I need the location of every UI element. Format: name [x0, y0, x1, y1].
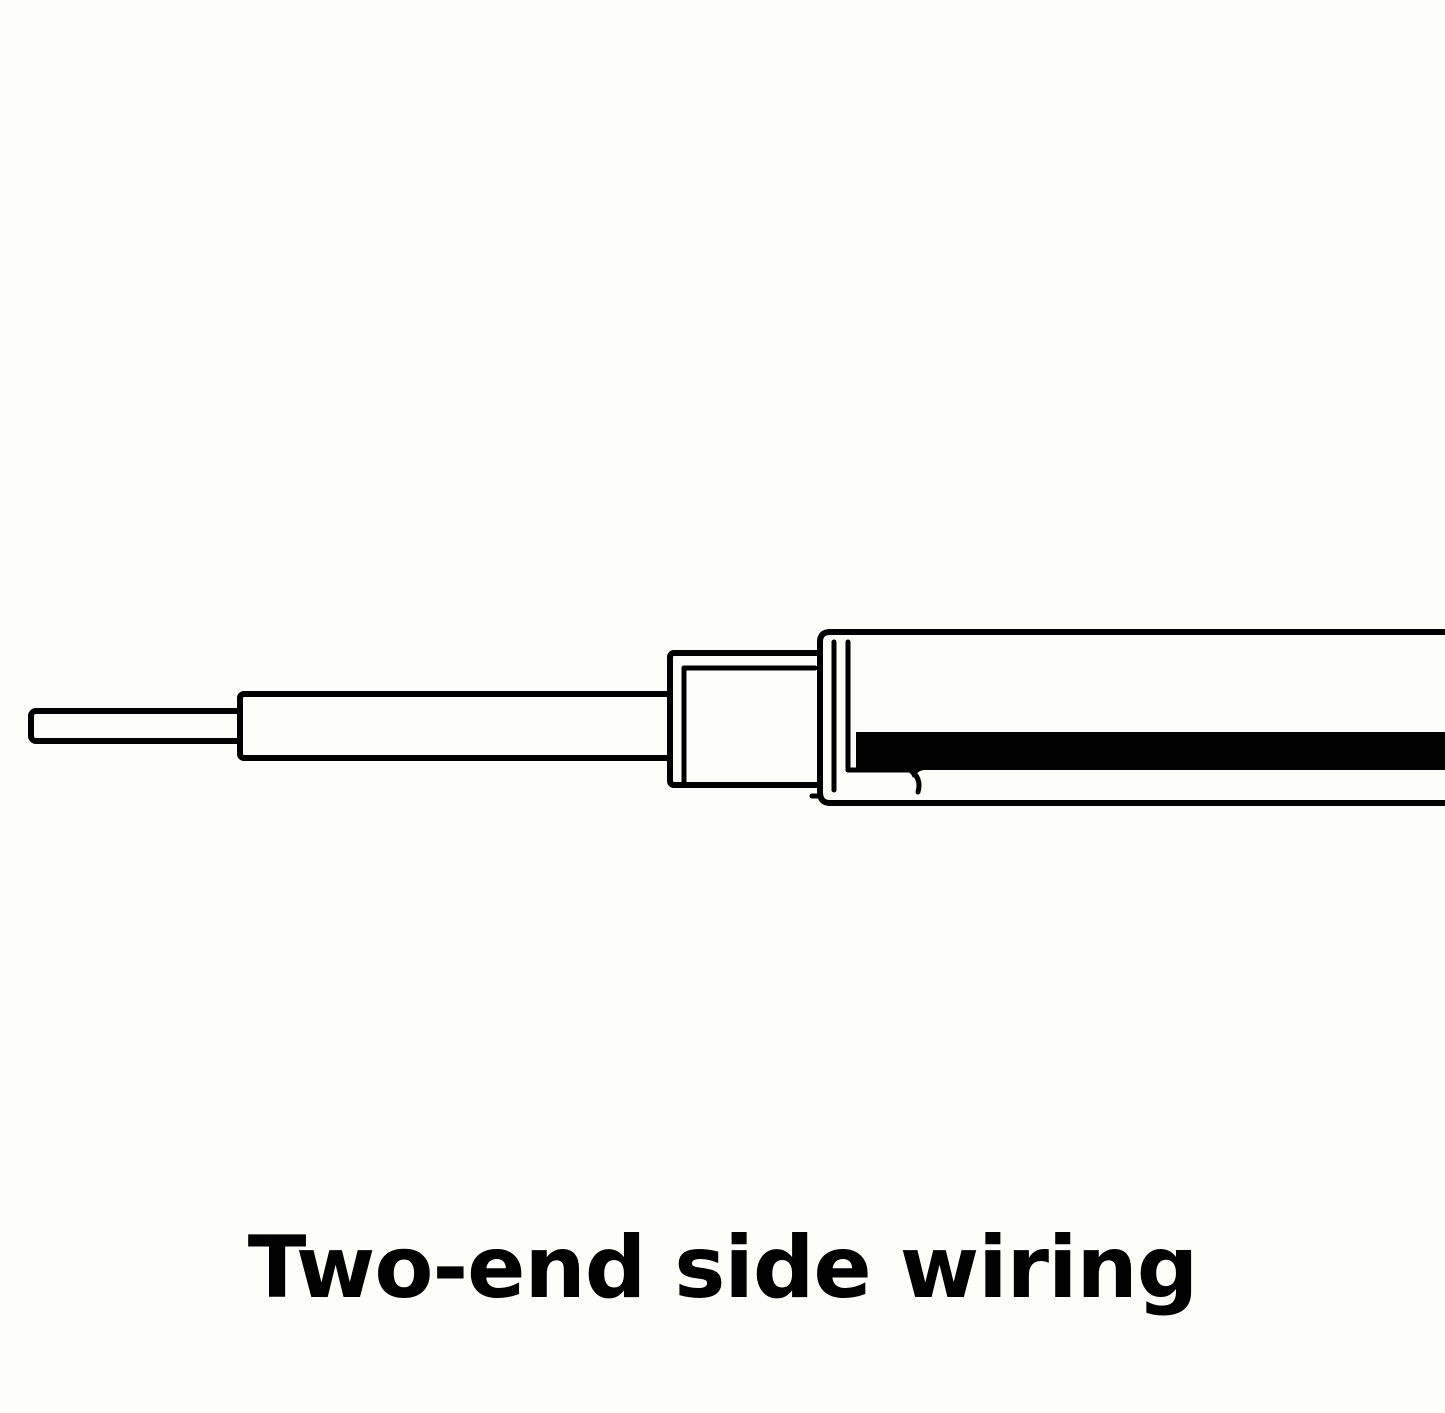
wire-conductor-icon: [28, 708, 246, 744]
diagram-caption: Two-end side wiring: [247, 1218, 1199, 1318]
ferrule-sleeve-icon: [667, 650, 833, 788]
strip-light-housing-icon: [809, 629, 1445, 806]
wire-insulation-icon: [237, 691, 679, 761]
